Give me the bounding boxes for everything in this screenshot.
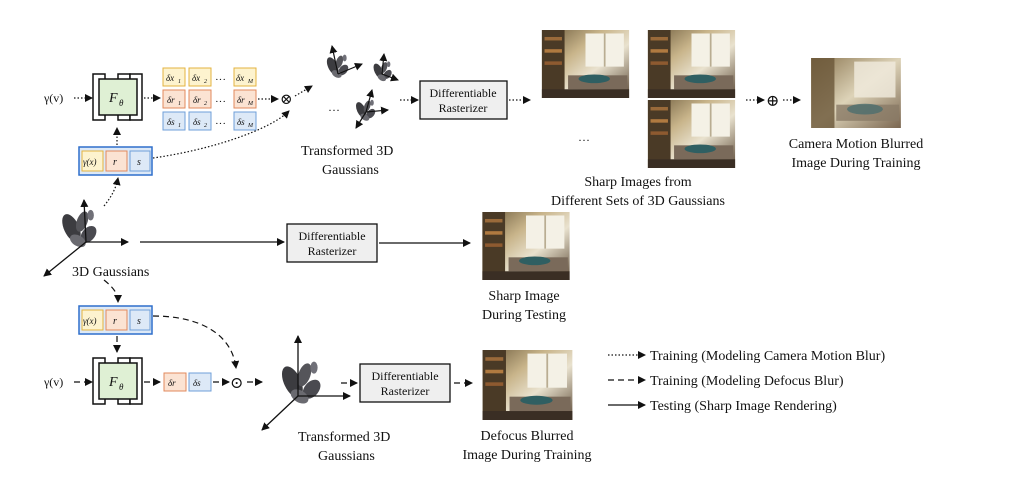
defocus-line1: Defocus Blurred: [481, 429, 574, 444]
camera-blur-line1: Camera Motion Blurred: [789, 137, 924, 152]
ds-1-sub: 1: [178, 123, 181, 129]
ds-1: δs: [167, 117, 175, 127]
transformed-bottom-line2: Gaussians: [318, 449, 375, 464]
ds-m: δs: [237, 117, 245, 127]
dx-m-sub: M: [247, 79, 254, 85]
dr-1: δr: [167, 95, 175, 105]
dr-1-sub: 1: [178, 101, 181, 107]
f-theta-label-top: F: [108, 91, 118, 106]
defocus-delta-boxes: δr δs: [163, 372, 212, 392]
rasterizer-bottom-line2: Rasterizer: [381, 384, 430, 398]
dr-m: δr: [237, 95, 245, 105]
sharp-images-dots: ···: [578, 133, 590, 147]
transformed-bottom-line1: Transformed 3D: [298, 430, 390, 445]
dx-2: δx: [192, 73, 200, 83]
motion-delta-grid: δx 1 δx 2 δx M δr 1 δr 2 δr M δs 1 δs 2 …: [162, 67, 257, 131]
transformed-top-line2: Gaussians: [322, 163, 379, 178]
camera-blurred-image: [811, 58, 901, 128]
sharp-sets-line2: Different Sets of 3D Gaussians: [551, 194, 725, 209]
dx-1: δx: [166, 73, 174, 83]
rasterizer-middle-line1: Differentiable: [298, 229, 365, 243]
rasterizer-top-line1: Differentiable: [429, 86, 496, 100]
dotted-arrow-tensor-to-transformed: [294, 85, 313, 97]
defocus-blurred-image: [481, 350, 574, 420]
mlp-block-top: F θ: [92, 73, 143, 121]
delta-ellipsis-row1: ···: [215, 74, 226, 86]
defocus-ds: δs: [193, 378, 201, 388]
sharp-test-line1: Sharp Image: [488, 289, 559, 304]
rasterizer-bottom-line1: Differentiable: [371, 369, 438, 383]
ds-m-sub: M: [247, 123, 254, 129]
rasterizer-top-line2: Rasterizer: [439, 101, 488, 115]
defocus-dr: δr: [168, 378, 176, 388]
delta-ellipsis-row3: ···: [215, 118, 226, 130]
f-theta-sub-top: θ: [119, 98, 124, 108]
f-theta-label-bottom: F: [108, 375, 118, 390]
transformed-gaussians-top: [324, 45, 399, 129]
gamma-v-label-top: γ(v): [43, 91, 63, 105]
dotted-arrow-strip-to-tensor: [152, 110, 290, 159]
gamma-x-label-top: γ(x): [83, 157, 97, 167]
r-label-bottom: r: [113, 316, 117, 327]
sharp-test-line2: During Testing: [482, 308, 566, 323]
odot-operator: ⊙: [230, 375, 243, 392]
gaussian-param-strip-top: γ(x) r s: [78, 146, 153, 176]
legend-dashed-text: Training (Modeling Defocus Blur): [650, 374, 844, 389]
sharp-sets-line1: Sharp Images from: [584, 175, 691, 190]
transformed-top-line1: Transformed 3D: [301, 144, 393, 159]
delta-ellipsis-row2: ···: [215, 96, 226, 108]
ds-2-sub: 2: [204, 123, 207, 129]
tensor-operator: ⊗: [280, 92, 293, 108]
dx-m: δx: [236, 73, 244, 83]
dr-2-sub: 2: [204, 101, 207, 107]
dotted-arrow-gaussians-to-strip: [103, 177, 121, 207]
ds-2: δs: [193, 117, 201, 127]
dx-2-sub: 2: [204, 79, 207, 85]
s-label-bottom: s: [137, 316, 141, 327]
mlp-block-bottom: F θ: [92, 357, 143, 405]
gamma-v-label-bottom: γ(v): [43, 375, 63, 389]
gaussians-3d-label: 3D Gaussians: [72, 265, 149, 280]
defocus-line2: Image During Training: [462, 448, 591, 463]
rasterizer-middle: Differentiable Rasterizer: [286, 223, 378, 263]
s-label-top: s: [137, 157, 141, 168]
legend-dotted-text: Training (Modeling Camera Motion Blur): [650, 349, 885, 364]
legend: Training (Modeling Camera Motion Blur) T…: [608, 349, 885, 414]
dashed-arrow-gaussians-to-strip: [103, 279, 122, 303]
dr-2: δr: [193, 95, 201, 105]
sharp-test-image: [481, 212, 571, 280]
dx-1-sub: 1: [178, 79, 181, 85]
rasterizer-middle-line2: Rasterizer: [308, 244, 357, 258]
sharp-image-m: [646, 100, 737, 168]
gaussian-param-strip-bottom: γ(x) r s: [78, 305, 153, 335]
transformed-dots: ···: [328, 103, 340, 117]
gaussians-3d: [43, 199, 129, 277]
rasterizer-top: Differentiable Rasterizer: [419, 80, 508, 120]
sharp-image-1: [540, 30, 631, 98]
rasterizer-bottom: Differentiable Rasterizer: [359, 363, 451, 403]
gamma-x-label-bottom: γ(x): [83, 316, 97, 326]
oplus-operator: ⊕: [766, 93, 779, 110]
f-theta-sub-bottom: θ: [119, 382, 124, 392]
dr-m-sub: M: [247, 101, 254, 107]
r-label-top: r: [113, 157, 117, 168]
legend-solid-text: Testing (Sharp Image Rendering): [650, 399, 837, 414]
sharp-image-2: [646, 30, 737, 98]
transformed-gaussians-bottom: [261, 335, 351, 431]
dashed-arrow-strip-to-odot: [152, 315, 240, 369]
camera-blur-line2: Image During Training: [791, 156, 920, 171]
